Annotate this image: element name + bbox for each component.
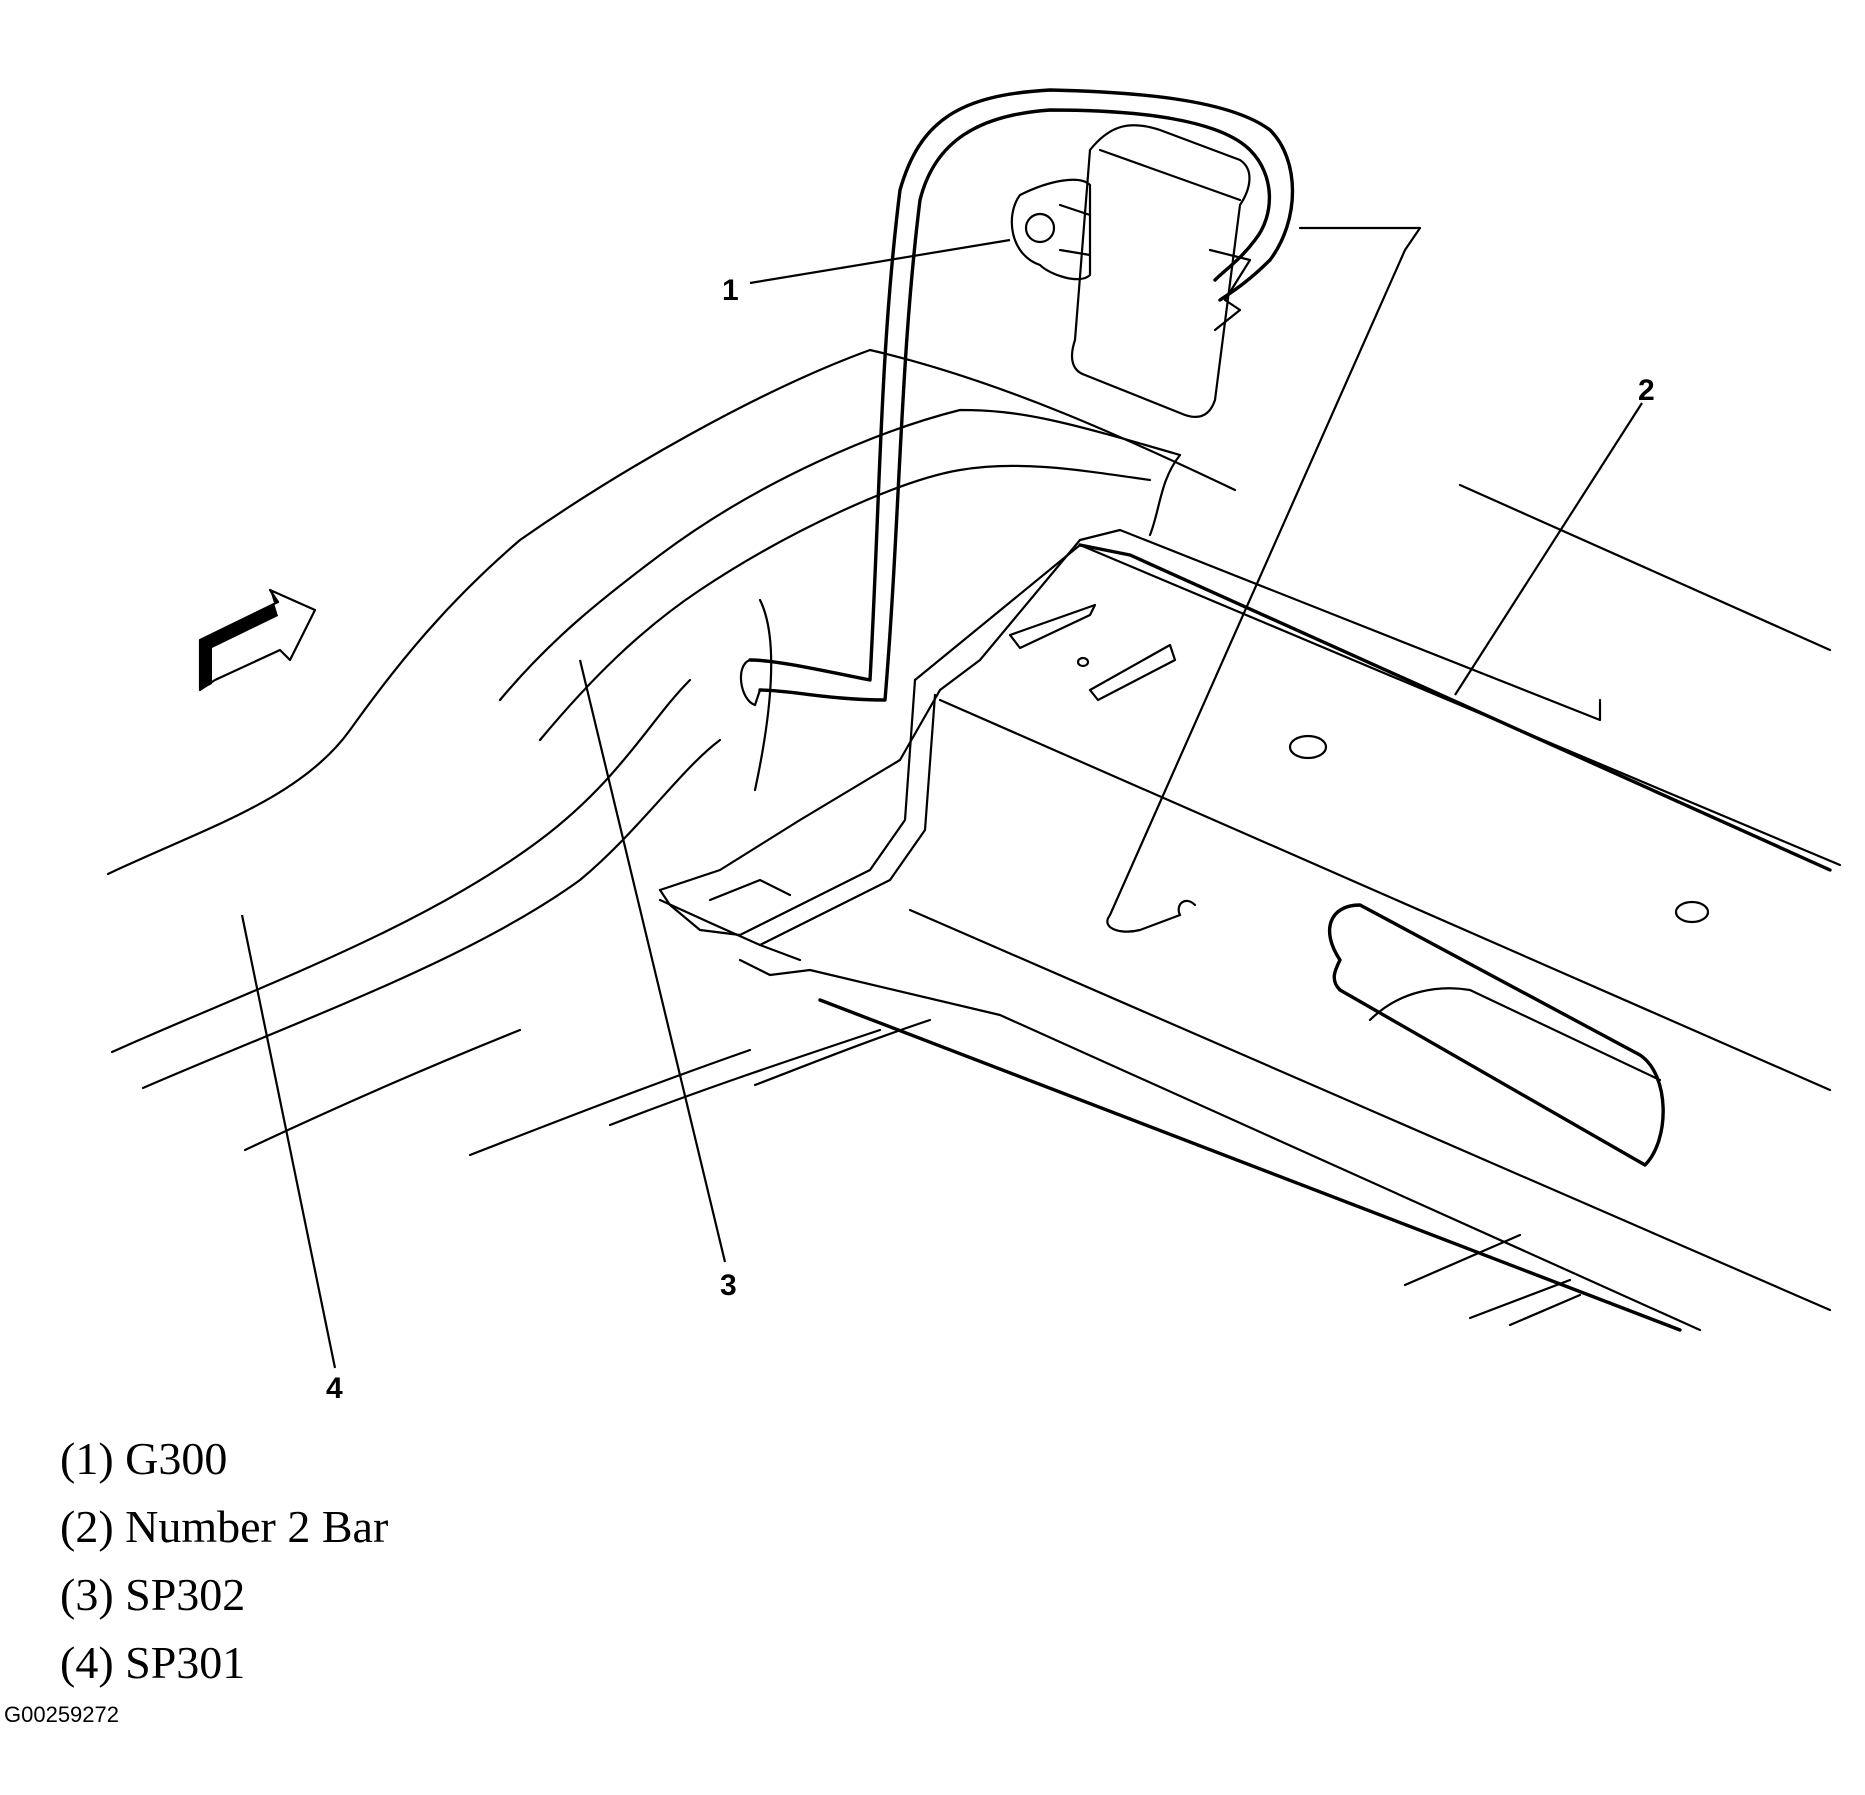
number-2-bar	[658, 483, 1842, 1332]
legend: (1) G300 (2) Number 2 Bar (3) SP302 (4) …	[60, 1425, 388, 1697]
ground-wire-harness	[739, 88, 1295, 707]
callout-1-leader	[749, 238, 1011, 285]
callout-2-label: 2	[1638, 374, 1655, 407]
callout-4-label: 4	[326, 1372, 343, 1405]
callout-1-label: 1	[722, 274, 739, 307]
legend-item-sp301: (4) SP301	[60, 1637, 246, 1688]
front-direction-arrow-icon	[198, 588, 317, 692]
callout-3-label: 3	[720, 1269, 737, 1302]
callout-3-leader	[578, 659, 727, 1263]
channel-panel	[498, 408, 1182, 792]
legend-item-number-2-bar: (2) Number 2 Bar	[60, 1501, 389, 1552]
figure-id: G00259272	[4, 1702, 119, 1727]
floor-panel	[106, 348, 1237, 1157]
callout-4-leader	[240, 914, 337, 1369]
legend-item-sp302: (3) SP302	[60, 1569, 246, 1620]
mounting-plate	[1106, 226, 1422, 933]
legend-item-g300: (1) G300	[60, 1433, 228, 1484]
callout-2-leader	[1454, 402, 1643, 696]
